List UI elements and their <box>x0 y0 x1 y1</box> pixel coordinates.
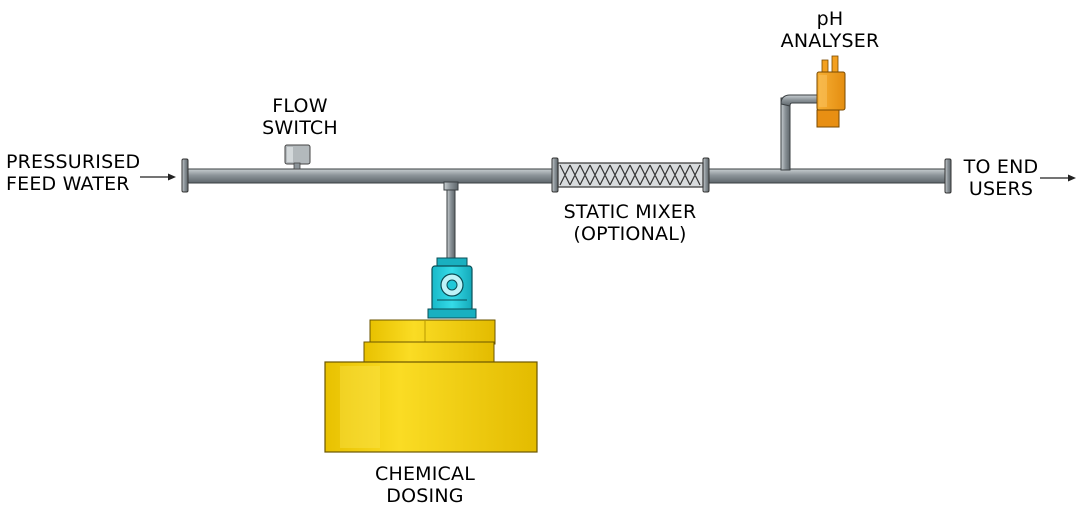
static-mixer-label-line1: STATIC MIXER <box>563 201 697 223</box>
flow-switch-label: FLOW SWITCH <box>255 95 345 139</box>
outlet-flange <box>944 158 952 194</box>
static-mixer-icon <box>551 157 710 193</box>
feed-water-label: PRESSURISED FEED WATER <box>6 151 140 195</box>
flow-switch-label-line2: SWITCH <box>262 117 338 139</box>
chemical-dosing-label-line2: DOSING <box>386 485 464 507</box>
dosing-pump-icon <box>427 257 477 319</box>
chemical-tank-icon <box>324 319 538 453</box>
static-mixer-label: STATIC MIXER (OPTIONAL) <box>550 201 710 245</box>
inlet-flange <box>181 158 189 193</box>
dosing-branch-pipe <box>443 181 459 259</box>
static-mixer-label-line2: (OPTIONAL) <box>573 223 687 245</box>
feed-water-label-line2: FEED WATER <box>6 173 130 195</box>
analyser-riser-pipe <box>780 94 819 171</box>
ph-analyser-icon <box>816 55 846 128</box>
flow-switch-label-line1: FLOW <box>272 95 328 117</box>
flow-switch-icon <box>284 144 311 170</box>
ph-analyser-label-line2: ANALYSER <box>780 30 880 52</box>
feed-arrow-icon <box>140 173 176 181</box>
outlet-arrow-icon <box>1040 174 1076 182</box>
ph-analyser-label-line1: pH <box>816 8 844 30</box>
end-users-label-line1: TO END <box>963 156 1039 178</box>
feed-water-label-line1: PRESSURISED <box>6 151 141 173</box>
end-users-label-line2: USERS <box>968 178 1034 200</box>
chemical-dosing-label: CHEMICAL DOSING <box>355 463 495 507</box>
end-users-label: TO END USERS <box>956 156 1046 200</box>
ph-analyser-label: pH ANALYSER <box>770 8 890 52</box>
chemical-dosing-label-line1: CHEMICAL <box>374 463 475 485</box>
